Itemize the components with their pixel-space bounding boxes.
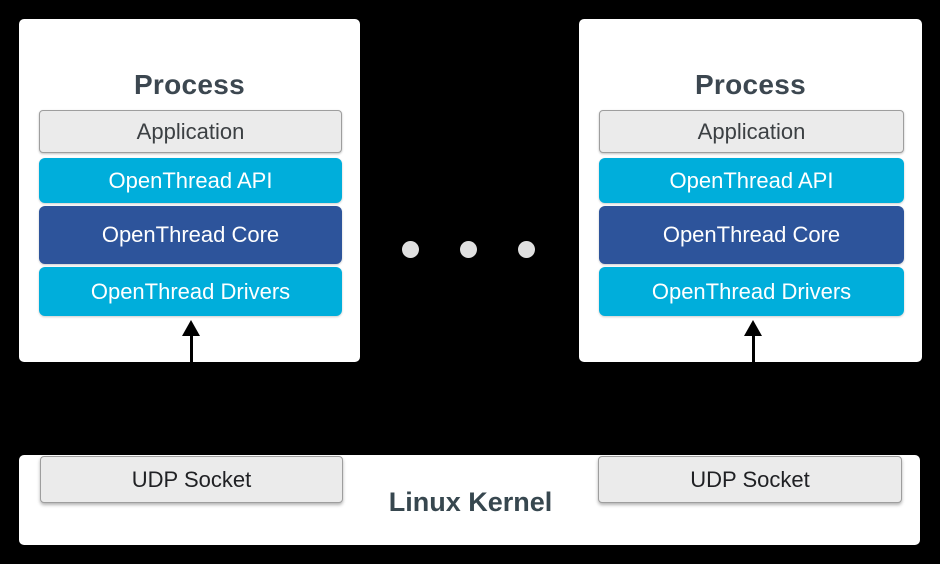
arrow-shaft [189,334,193,362]
arrow-shaft [751,334,755,362]
linux-kernel-bar: UDP Socket Linux Kernel UDP Socket [19,455,920,545]
layer-stack: Application OpenThread API OpenThread Co… [599,110,904,316]
layer-openthread-core: OpenThread Core [39,206,342,264]
udp-socket-box-left: UDP Socket [40,456,343,503]
layer-openthread-drivers: OpenThread Drivers [39,267,342,316]
dot-icon [402,241,419,258]
arrow-up-icon [743,320,763,362]
process-box-right: Process Application OpenThread API OpenT… [579,19,922,362]
process-title: Process [133,69,246,100]
arrow-head [744,320,762,336]
process-box-left: Process Application OpenThread API OpenT… [19,19,360,362]
arrow-head [182,320,200,336]
udp-socket-box-right: UDP Socket [598,456,902,503]
layer-openthread-drivers: OpenThread Drivers [599,267,904,316]
dot-icon [518,241,535,258]
process-title: Process [694,69,807,100]
layer-openthread-api: OpenThread API [39,158,342,203]
layer-application: Application [599,110,904,153]
linux-kernel-label: Linux Kernel [388,486,553,517]
layer-application: Application [39,110,342,153]
dot-icon [460,241,477,258]
ellipsis-dots [402,241,535,258]
layer-openthread-core: OpenThread Core [599,206,904,264]
arrow-up-icon [181,320,201,362]
layer-openthread-api: OpenThread API [599,158,904,203]
layer-stack: Application OpenThread API OpenThread Co… [39,110,342,316]
